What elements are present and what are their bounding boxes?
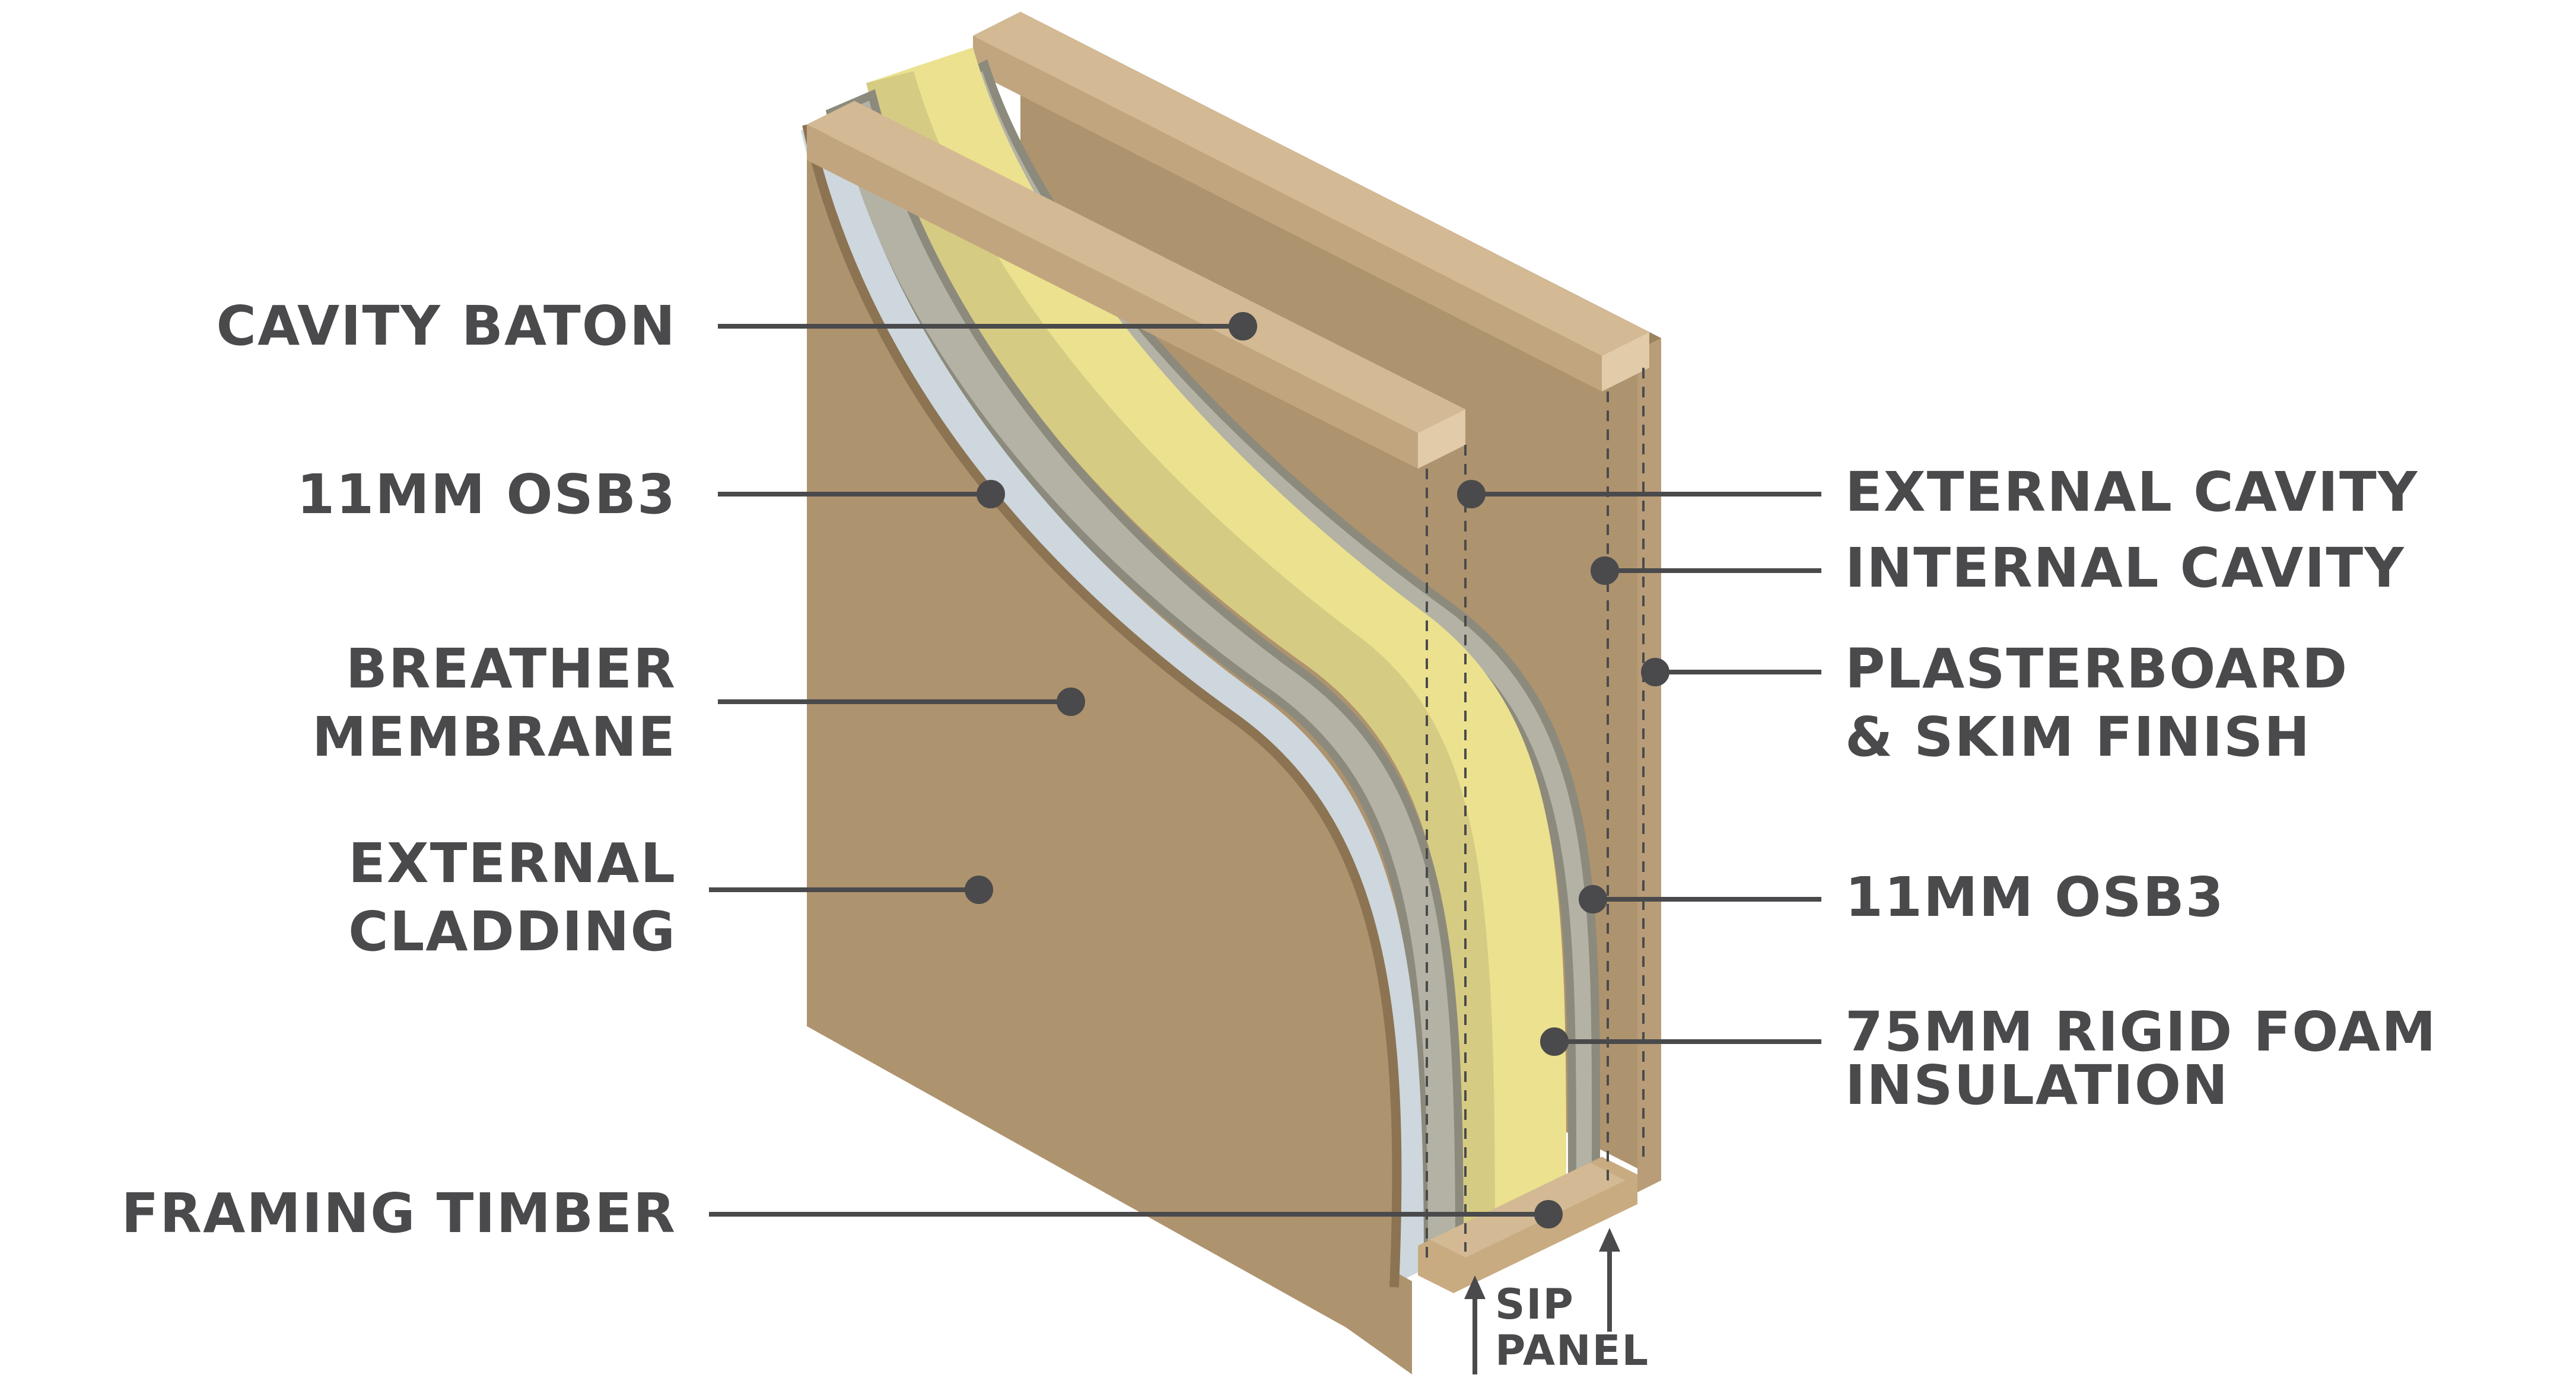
rigid-foam-shade bbox=[866, 71, 1495, 1252]
label-cavity-baton: CAVITY BATON bbox=[216, 294, 676, 358]
label-rigid-foam: 75MM RIGID FOAM INSULATION bbox=[1845, 1000, 2437, 1117]
label-external-cladding: EXTERNAL CLADDING bbox=[348, 832, 676, 963]
label-osb3-inner: 11MM OSB3 bbox=[1845, 865, 2225, 929]
external-cladding-edge bbox=[802, 123, 1402, 1288]
label-breather-membrane: BREATHER MEMBRANE bbox=[312, 637, 676, 769]
leader-dot-external-cladding bbox=[965, 876, 993, 904]
leader-dot-plasterboard bbox=[1641, 658, 1669, 686]
leader-dot-framing-timber bbox=[1534, 1200, 1563, 1228]
label-framing-timber: FRAMING TIMBER bbox=[121, 1182, 676, 1245]
leader-dot-rigid-foam bbox=[1540, 1027, 1569, 1056]
internal-baton-front bbox=[973, 36, 1602, 392]
label-sip-panel: SIP PANEL bbox=[1495, 1280, 1650, 1375]
leader-dot-internal-cavity bbox=[1591, 556, 1619, 585]
leader-dot-external-cavity bbox=[1457, 480, 1486, 508]
label-osb3-outer: 11MM OSB3 bbox=[297, 463, 676, 526]
internal-baton-top bbox=[973, 12, 1649, 356]
label-plasterboard: PLASTERBOARD & SKIM FINISH bbox=[1845, 637, 2349, 769]
external-cladding-base bbox=[807, 943, 1412, 1364]
leader-dot-osb3-outer bbox=[977, 480, 1005, 508]
leader-dot-cavity-baton bbox=[1229, 312, 1257, 340]
cavity-baton-end bbox=[1418, 409, 1465, 469]
leader-dot-osb3-inner bbox=[1579, 885, 1607, 914]
internal-baton-end bbox=[1602, 332, 1649, 392]
cavity-baton-top bbox=[807, 101, 1465, 433]
leader-dot-breather-membrane bbox=[1057, 687, 1085, 716]
breather-membrane-layer bbox=[801, 113, 1424, 1287]
label-external-cavity: EXTERNAL CAVITY bbox=[1845, 460, 2419, 524]
sip-arrow-left-head bbox=[1464, 1275, 1486, 1299]
external-cladding-layer bbox=[807, 125, 1412, 1374]
plasterboard-panel-edge bbox=[1637, 338, 1661, 1192]
sip-arrow-right-head bbox=[1599, 1228, 1620, 1252]
label-internal-cavity: INTERNAL CAVITY bbox=[1845, 536, 2405, 600]
cavity-baton-front bbox=[807, 125, 1418, 469]
framing-timber-top bbox=[1430, 1163, 1626, 1258]
